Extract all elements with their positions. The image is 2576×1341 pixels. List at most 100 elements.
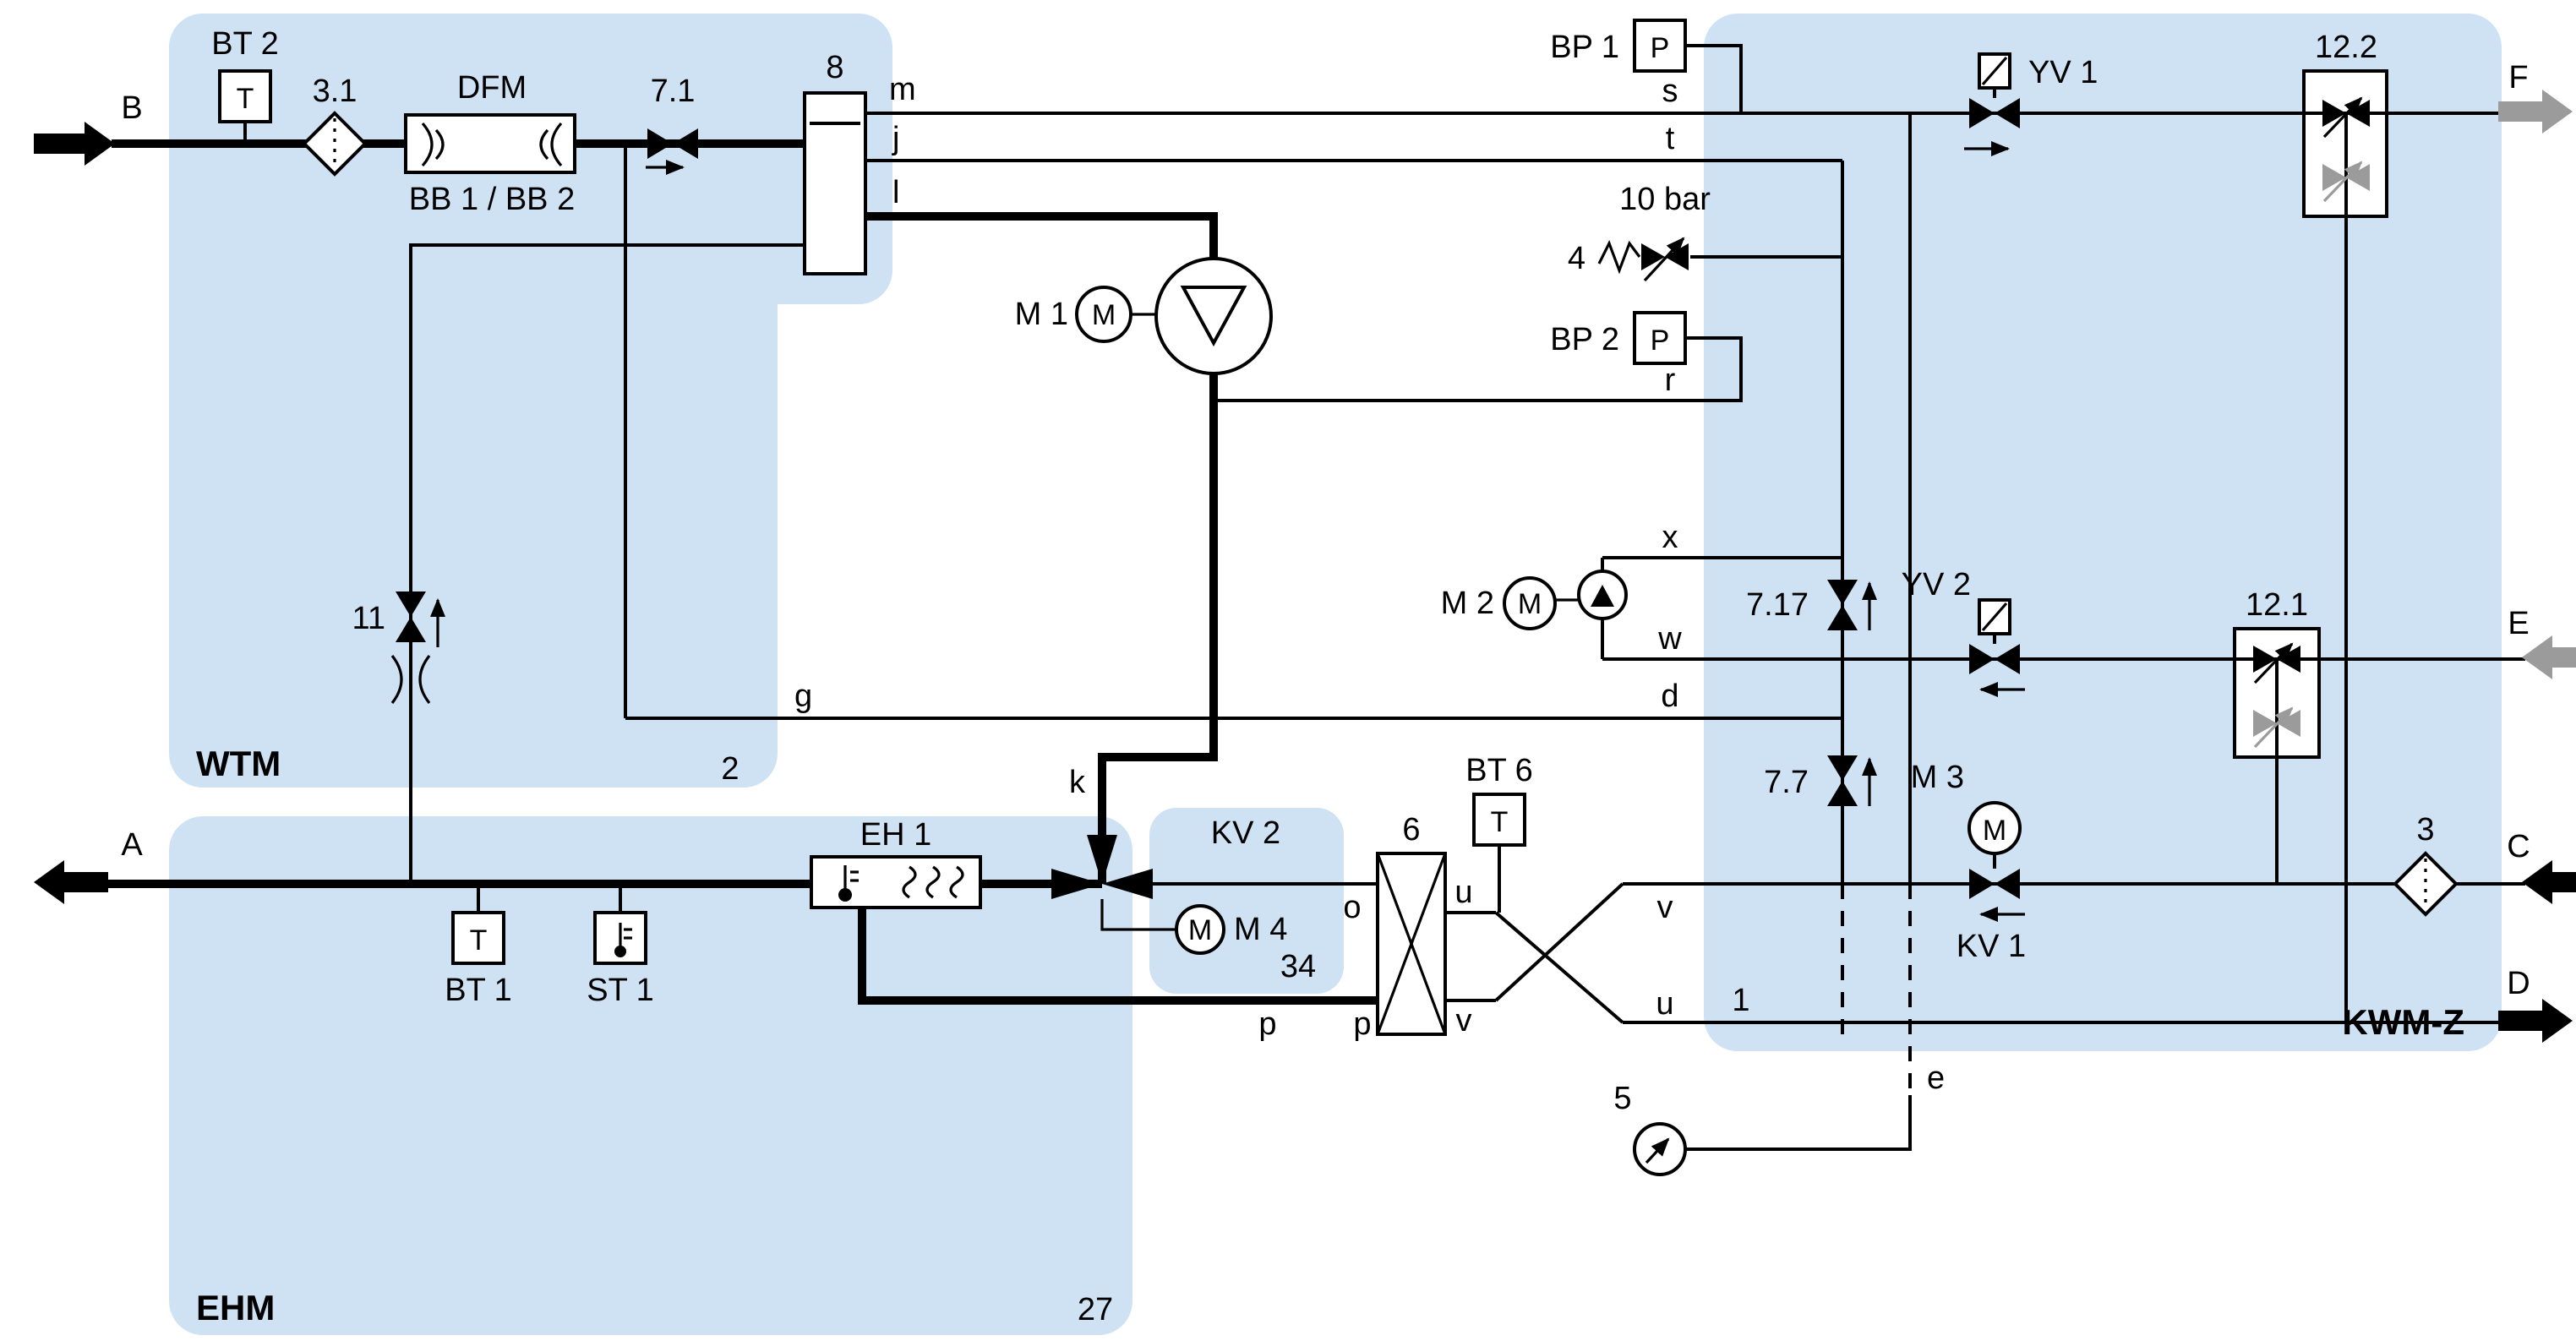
label-line-u: u <box>1656 986 1673 1022</box>
label-region-ehm: EHM <box>196 1288 275 1327</box>
motor-m2-icon <box>1503 576 1557 630</box>
sensor-bp2-icon <box>1633 311 1687 365</box>
label-m2: M 2 <box>1441 586 1494 621</box>
label-m1: M 1 <box>1015 297 1068 332</box>
label-34: 34 <box>1280 949 1316 984</box>
label-bp1: BP 1 <box>1550 30 1619 65</box>
solenoid-valve-yv1-icon <box>1964 52 2020 156</box>
label-port-d: D <box>2507 966 2530 1001</box>
bp2-letter: P <box>1651 324 1670 357</box>
label-line-l: l <box>892 175 899 210</box>
filter-3-icon <box>2393 851 2459 917</box>
motor-m4-icon <box>1175 904 1225 955</box>
label-port-v-hx: v <box>1456 1003 1472 1038</box>
label-line-x: x <box>1662 520 1678 555</box>
label-11: 11 <box>352 601 385 636</box>
label-line-t: t <box>1666 121 1675 156</box>
bp1-letter: P <box>1651 32 1670 64</box>
pump-m1-icon <box>1154 257 1273 375</box>
label-line-o: o <box>1343 890 1361 925</box>
label-line-s: s <box>1662 74 1678 109</box>
label-line-j: j <box>892 121 899 156</box>
port-a-arrow <box>34 860 108 904</box>
label-line-p: p <box>1258 1006 1276 1042</box>
pipes-secondary <box>243 44 2525 1151</box>
sensor-st1-icon <box>593 911 647 965</box>
valve-kv1-icon <box>1969 869 2025 922</box>
filter-3-1-icon <box>302 111 368 177</box>
m2-letter: M <box>1518 588 1542 620</box>
m1-letter: M <box>1092 299 1116 331</box>
zone-ehm <box>169 816 1132 1335</box>
port-f-arrow <box>2498 90 2573 134</box>
label-8: 8 <box>826 50 843 85</box>
port-arrows <box>34 90 2576 1043</box>
flow-meter-dfm-icon <box>404 113 576 174</box>
label-region-kwmz: KWM-Z <box>2342 1002 2464 1042</box>
label-line-e: e <box>1927 1060 1945 1096</box>
label-st1: ST 1 <box>587 973 654 1008</box>
label-region-wtm: WTM <box>196 744 281 783</box>
label-line-r: r <box>1665 363 1676 398</box>
label-12-2: 12.2 <box>2315 30 2377 65</box>
m4-letter: M <box>1188 914 1212 946</box>
label-kv2: KV 2 <box>1211 815 1280 851</box>
pressure-gauge-5-icon <box>1633 1122 1687 1176</box>
label-4: 4 <box>1568 241 1585 276</box>
port-e-arrow <box>2522 635 2576 679</box>
label-line-v: v <box>1657 890 1673 925</box>
label-7-1: 7.1 <box>651 74 696 109</box>
label-1: 1 <box>1732 983 1749 1018</box>
port-c-arrow <box>2522 860 2576 904</box>
label-2: 2 <box>721 751 739 787</box>
motor-m1-icon <box>1075 286 1132 343</box>
label-m3: M 3 <box>1911 760 1964 795</box>
bt2-letter: T <box>237 83 254 115</box>
label-line-d: d <box>1661 679 1678 714</box>
label-line-m: m <box>889 72 916 107</box>
sensor-bp1-icon <box>1633 19 1687 73</box>
label-port-f: F <box>2508 60 2528 95</box>
valve-7-7-icon <box>1827 755 1877 806</box>
label-7-7: 7.7 <box>1764 765 1809 800</box>
relief-valve-4-icon <box>1597 237 1689 282</box>
bt6-letter: T <box>1491 806 1509 838</box>
three-way-valve-kv2-icon <box>1051 835 1153 899</box>
sensor-bt2-icon <box>218 69 272 123</box>
heater-eh1-icon <box>810 855 982 909</box>
sensor-bt1-icon <box>451 911 505 965</box>
label-bt6: BT 6 <box>1465 753 1533 788</box>
label-m4: M 4 <box>1234 912 1287 947</box>
label-kv1: KV 1 <box>1957 929 2026 964</box>
label-line-g: g <box>794 679 812 714</box>
sensor-bt6-icon <box>1472 793 1526 847</box>
label-12-1: 12.1 <box>2246 587 2308 623</box>
port-b-arrow <box>34 122 115 166</box>
pump-m2-icon <box>1577 570 1628 620</box>
label-port-c: C <box>2507 829 2530 864</box>
label-bt2: BT 2 <box>211 26 279 62</box>
label-eh1: EH 1 <box>860 817 931 853</box>
label-port-p-hx: p <box>1353 1006 1371 1042</box>
label-7-17: 7.17 <box>1746 587 1809 623</box>
bt1-letter: T <box>470 924 488 957</box>
label-3-1: 3.1 <box>313 74 357 109</box>
label-dfm: DFM <box>457 70 527 106</box>
vessel-8-icon <box>803 91 867 275</box>
check-valve-block-12-2-icon <box>2322 96 2370 203</box>
heat-exchanger-6-icon <box>1376 852 1447 1036</box>
label-bp2: BP 2 <box>1550 322 1619 357</box>
check-valve-block-12-1-icon <box>2253 642 2300 749</box>
valve-7-17-icon <box>1827 580 1877 630</box>
label-port-b: B <box>121 90 142 126</box>
motor-m3-icon <box>1967 801 2022 855</box>
label-6: 6 <box>1402 812 1420 848</box>
label-port-u-hx: u <box>1454 875 1472 910</box>
m3-letter: M <box>1983 815 2006 847</box>
label-27: 27 <box>1078 1292 1113 1327</box>
label-port-a: A <box>121 827 143 863</box>
label-bt1: BT 1 <box>445 973 512 1008</box>
label-line-w: w <box>1657 621 1682 657</box>
label-yv1: YV 1 <box>2028 55 2098 90</box>
